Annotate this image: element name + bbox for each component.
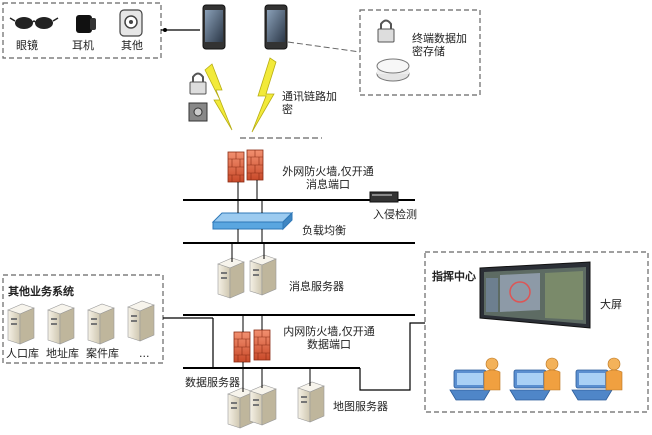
outer-firewall-label: 外网防火墙,仅开通消息端口	[282, 165, 374, 191]
message-server-icon	[217, 254, 277, 299]
other-device-icon	[119, 9, 143, 37]
glasses-icon	[9, 17, 59, 29]
lightning-icon-2	[251, 57, 277, 133]
firewall-icon-inner	[233, 329, 271, 363]
other-system-item: ...	[139, 347, 150, 360]
map-server-label: 地图服务器	[333, 400, 388, 413]
other-system-server-icons	[7, 300, 155, 345]
glasses-label: 眼镜	[16, 39, 38, 52]
ids-icon	[369, 191, 399, 203]
firewall-icon-outer	[227, 149, 264, 183]
load-balancer-icon	[211, 211, 294, 231]
lightning-icon-1	[204, 63, 233, 131]
data-server-icon	[227, 384, 277, 429]
other-system-item: 案件库	[86, 347, 119, 360]
other-system-item: 地址库	[46, 347, 79, 360]
map-server-icon	[297, 381, 325, 423]
data-server-label: 数据服务器	[185, 376, 240, 389]
lock-icon-link	[189, 72, 207, 95]
other-systems-box	[2, 274, 164, 364]
big-screen-icon	[479, 261, 591, 329]
storage-label: 终端数据加密存储	[412, 32, 467, 58]
ids-label: 入侵检测	[373, 208, 417, 221]
load-balancer-label: 负载均衡	[302, 224, 346, 237]
link-encryption-label: 通讯链路加密	[282, 90, 337, 116]
earphone-label: 耳机	[72, 39, 94, 52]
phone-icon-2	[264, 4, 288, 50]
other-system-item: 人口库	[6, 347, 39, 360]
earphone-icon	[76, 15, 96, 33]
big-screen-label: 大屏	[600, 298, 622, 311]
operator-icon-3	[571, 357, 623, 401]
phone-icon-1	[202, 4, 226, 50]
safe-icon	[188, 102, 208, 122]
other-systems-title: 其他业务系统	[8, 285, 74, 298]
other-device-label: 其他	[121, 39, 143, 52]
storage-box	[359, 9, 481, 96]
operator-icon-1	[449, 357, 501, 401]
message-server-label: 消息服务器	[289, 280, 344, 293]
inner-firewall-label: 内网防火墙,仅开通数据端口	[283, 325, 375, 351]
lock-icon-storage	[377, 19, 395, 43]
operator-icon-2	[509, 357, 561, 401]
disk-icon	[376, 58, 410, 82]
command-center-title: 指挥中心	[432, 270, 476, 283]
